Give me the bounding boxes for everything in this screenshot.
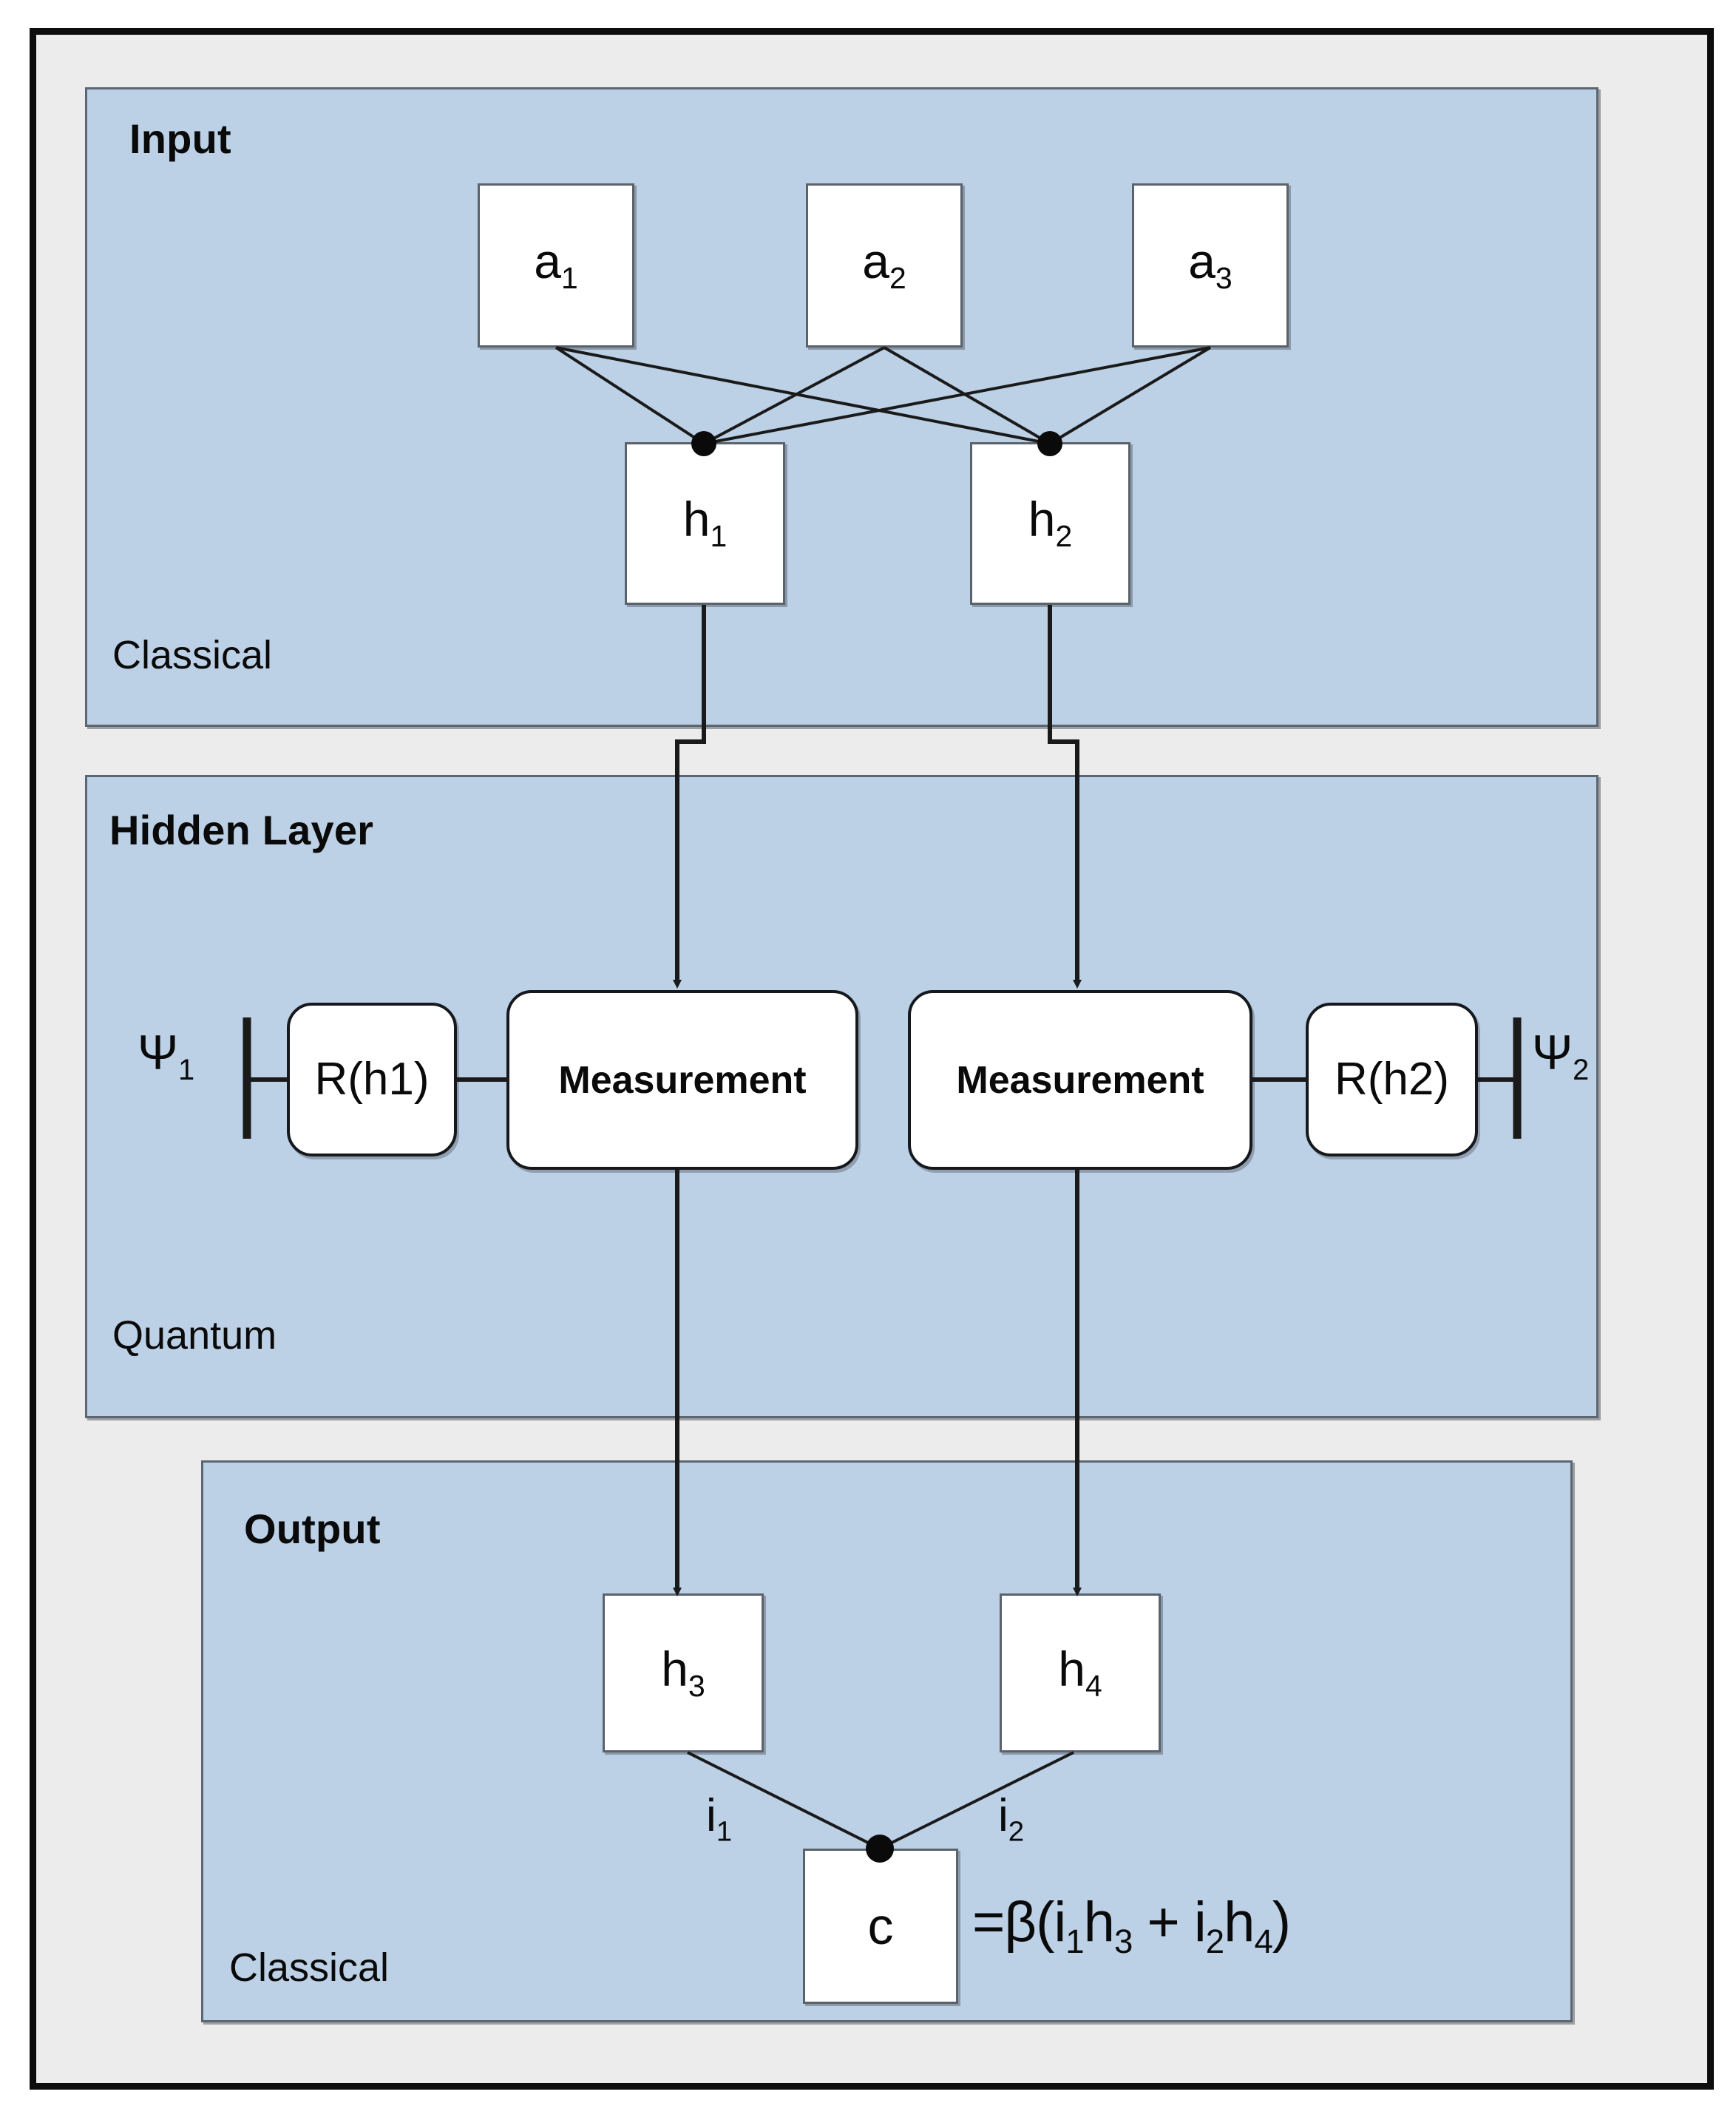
input-node-a2-label: a2 [862, 234, 906, 296]
input-node-a1[interactable]: a1 [478, 183, 634, 348]
panel-output-sublabel: Classical [229, 1945, 390, 1990]
quantum-state-psi2: Ψ2 [1532, 1025, 1590, 1087]
output-node-h4[interactable]: h4 [1000, 1593, 1161, 1752]
output-node-h4-label: h4 [1058, 1641, 1102, 1704]
hidden-node-h2[interactable]: h2 [970, 442, 1130, 605]
panel-input-sublabel: Classical [112, 633, 273, 677]
output-node-c[interactable]: c [803, 1849, 958, 2004]
gate-measurement-left[interactable]: Measurement [506, 990, 858, 1170]
panel-output-title: Output [244, 1505, 381, 1552]
input-node-a2[interactable]: a2 [806, 183, 963, 348]
input-node-a1-label: a1 [534, 234, 578, 296]
panel-hidden-title: Hidden Layer [109, 807, 374, 853]
output-formula: =β(i1h3 + i2h4) [972, 1891, 1291, 1961]
gate-measurement-right[interactable]: Measurement [908, 990, 1252, 1170]
gate-rotation-h2[interactable]: R(h2) [1306, 1003, 1478, 1156]
panel-input-title: Input [129, 115, 231, 162]
panel-hidden-sublabel: Quantum [112, 1313, 277, 1358]
output-node-h3[interactable]: h3 [603, 1593, 764, 1752]
input-node-a3[interactable]: a3 [1132, 183, 1289, 348]
gate-rotation-h1[interactable]: R(h1) [287, 1003, 457, 1156]
quantum-state-psi1: Ψ1 [138, 1025, 195, 1087]
edge-weight-i1: i1 [706, 1790, 733, 1848]
hidden-node-h1-label: h1 [682, 492, 728, 554]
hidden-node-h1[interactable]: h1 [625, 442, 785, 605]
output-node-h3-label: h3 [661, 1641, 705, 1704]
hidden-node-h2-label: h2 [1028, 492, 1073, 554]
output-node-c-label: c [867, 1897, 894, 1955]
input-node-a3-label: a3 [1188, 234, 1233, 296]
edge-weight-i2: i2 [998, 1790, 1025, 1848]
